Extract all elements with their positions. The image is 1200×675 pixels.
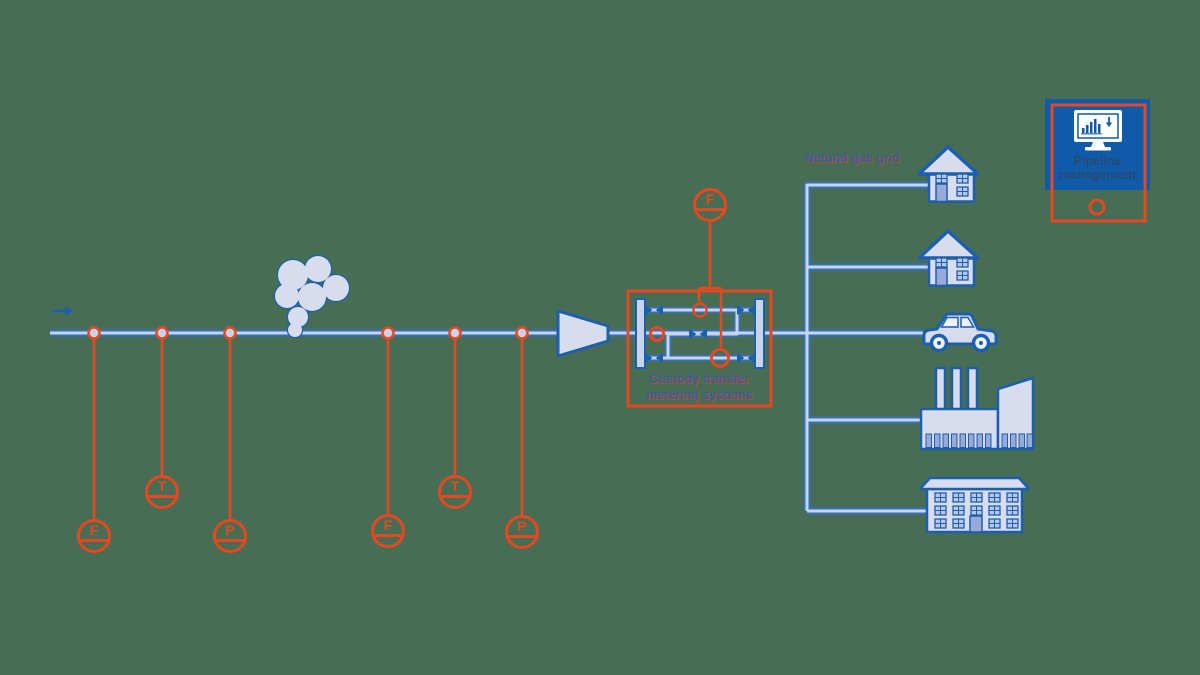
consumer-house-2 — [919, 231, 978, 286]
factory-icon — [919, 366, 1035, 451]
custody-transfer-label-line1: Custody transfer — [649, 372, 750, 386]
gauge-letter: F — [89, 522, 99, 538]
house-icon — [919, 231, 978, 286]
gauge-letter: P — [517, 518, 527, 534]
midstream-temperature-sensor: T — [438, 475, 472, 509]
metering-skid — [635, 298, 765, 369]
sensor-tap — [87, 326, 101, 340]
gauge-ring — [438, 475, 472, 509]
pipeline-management-label-line1: Pipeline — [1073, 154, 1122, 168]
monitor-chart-icon — [1074, 110, 1122, 151]
metering-flow-connection — [697, 222, 723, 349]
gauge-letter: F — [383, 517, 393, 533]
pipeline-management-label-line2: management — [1058, 167, 1137, 182]
natural-gas-grid-label: Natural gas grid — [804, 151, 901, 165]
pipes-core — [50, 183, 930, 513]
gauge-ring — [371, 514, 405, 548]
gauge-chord — [79, 539, 109, 542]
meter-ring-icon — [649, 326, 665, 342]
gas-leak-cloud-icon — [273, 254, 351, 339]
midstream-flow-sensor: F — [371, 514, 405, 548]
sensor-taps — [87, 326, 529, 340]
gauge-chord — [215, 539, 245, 542]
gauge-ring — [213, 519, 247, 553]
instrument-annotations — [92, 222, 773, 519]
custody-transfer-label: Custody transfer metering systems — [627, 372, 772, 403]
sensor-tap — [381, 326, 395, 340]
upstream-temperature-sensor: T — [145, 475, 179, 509]
upstream-pressure-sensor: P — [213, 519, 247, 553]
management-highlight-box — [1050, 103, 1147, 223]
gauge-chord — [695, 208, 725, 211]
upstream-flow-sensor: F — [77, 519, 111, 553]
gauge-chord — [373, 534, 403, 537]
apartment-building-icon — [918, 476, 1031, 534]
sensor-tap — [448, 326, 462, 340]
consumer-apartment-building — [918, 476, 1031, 534]
gauge-ring — [505, 515, 539, 549]
meter-ring-icon — [692, 302, 708, 318]
gauge-chord — [147, 495, 177, 498]
compressor-icon — [556, 309, 610, 358]
pipes-border — [50, 181, 930, 515]
meter-ring-icon — [710, 348, 730, 368]
gauge-letter: P — [225, 522, 235, 538]
metering-flow-sensor: F — [693, 188, 727, 222]
grid-riser — [803, 181, 930, 511]
gauge-ring — [693, 188, 727, 222]
gauge-chord — [507, 535, 537, 538]
consumer-factory — [919, 366, 1035, 451]
pipeline-management-panel — [1045, 99, 1150, 223]
gauge-ring — [145, 475, 179, 509]
sensor-stems — [92, 339, 524, 519]
consumer-car — [922, 312, 998, 353]
midstream-pressure-sensor: P — [505, 515, 539, 549]
gauge-chord — [440, 495, 470, 498]
sensor-tap — [515, 326, 529, 340]
gauge-letter: T — [450, 478, 460, 494]
gauge-letter: T — [157, 478, 167, 494]
sensor-tap — [155, 326, 169, 340]
skid-header-right — [754, 298, 765, 369]
skid-header-left — [635, 298, 646, 369]
gauge-ring — [77, 519, 111, 553]
flow-arrow-icon — [52, 306, 74, 316]
sensor-tap — [223, 326, 237, 340]
gauge-letter: F — [705, 191, 715, 207]
custody-transfer-label-line2: metering systems — [646, 387, 753, 402]
pipeline-management-label: Pipeline management — [1046, 154, 1149, 182]
meter-ring-icon — [1088, 198, 1106, 216]
